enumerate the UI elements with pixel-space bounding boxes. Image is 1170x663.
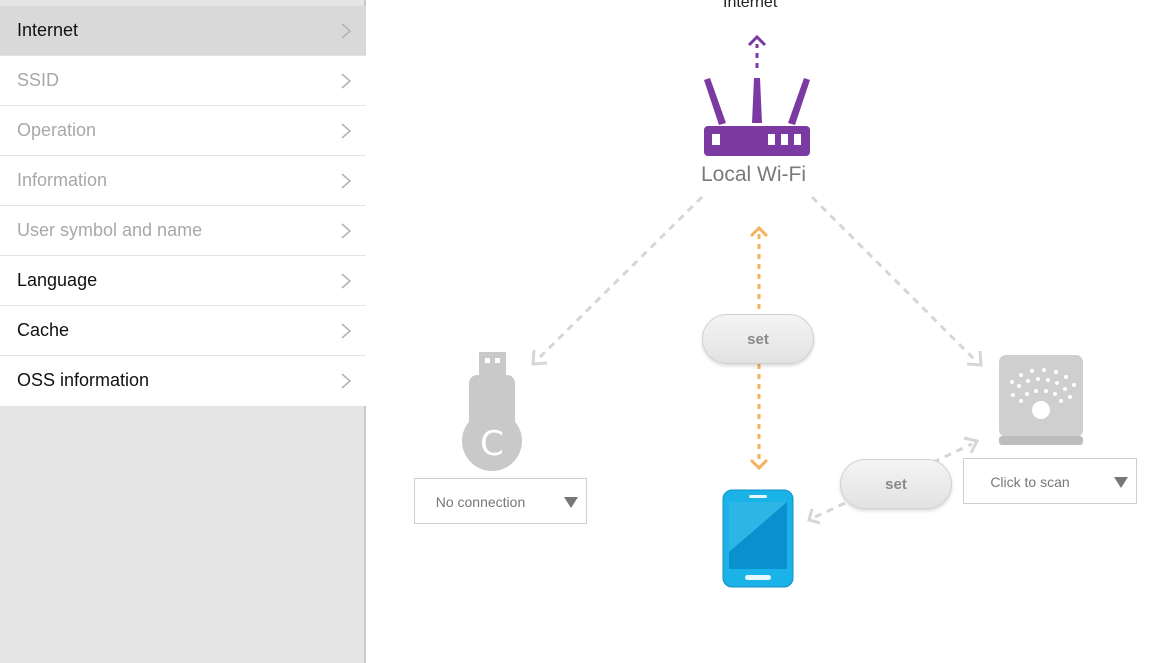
sidebar-item-user-symbol-and-name[interactable]: User symbol and name <box>0 206 366 256</box>
sidebar-item-label: Internet <box>17 20 79 40</box>
chevron-right-icon <box>341 173 352 189</box>
set-button-phone-hub[interactable]: set <box>840 459 952 509</box>
hub-scan-value: Click to scan <box>990 474 1070 490</box>
dongle-connection-select[interactable]: No connection <box>414 478 587 524</box>
sidebar-item-label: Operation <box>17 120 97 140</box>
sidebar-item-language[interactable]: Language <box>0 256 366 306</box>
internet-uplink-arrow <box>747 34 767 68</box>
dropdown-arrow-icon <box>1114 477 1128 488</box>
router-icon <box>704 78 810 156</box>
internet-label: Internet <box>723 0 778 11</box>
hub-scan-select[interactable]: Click to scan <box>963 458 1137 504</box>
sidebar-item-oss-information[interactable]: OSS information <box>0 356 366 406</box>
local-wifi-label: Local Wi-Fi <box>701 163 807 186</box>
sidebar-item-label: Language <box>17 270 98 290</box>
chevron-right-icon <box>341 223 352 239</box>
set-button-router-phone[interactable]: set <box>702 314 814 364</box>
dropdown-arrow-icon <box>564 497 578 508</box>
dashed-link-router-hub <box>810 195 983 367</box>
sidebar-item-operation[interactable]: Operation <box>0 106 366 156</box>
sidebar: Internet SSID Operation Information User… <box>0 0 366 663</box>
dashed-link-router-dongle <box>531 195 704 366</box>
svg-text:C: C <box>480 424 504 464</box>
sidebar-item-label: Cache <box>17 320 70 340</box>
chevron-right-icon <box>341 23 352 39</box>
sidebar-item-ssid[interactable]: SSID <box>0 56 366 106</box>
sidebar-item-information[interactable]: Information <box>0 156 366 206</box>
chevron-right-icon <box>341 273 352 289</box>
settings-menu: Internet SSID Operation Information User… <box>0 6 366 406</box>
sidebar-item-internet[interactable]: Internet <box>0 6 366 56</box>
smartphone-icon <box>722 489 794 588</box>
chevron-right-icon <box>341 373 352 389</box>
wireless-hub-icon <box>999 355 1083 445</box>
chevron-right-icon <box>341 123 352 139</box>
sidebar-item-label: User symbol and name <box>17 220 203 240</box>
sidebar-item-cache[interactable]: Cache <box>0 306 366 356</box>
chevron-right-icon <box>341 73 352 89</box>
dashed-link-phone-hub <box>807 436 980 525</box>
dongle-connection-value: No connection <box>435 494 526 510</box>
sidebar-item-label: SSID <box>17 70 60 90</box>
chevron-right-icon <box>341 323 352 339</box>
usb-dongle-icon: C <box>462 352 522 471</box>
sidebar-item-label: Information <box>17 170 108 190</box>
sidebar-item-label: OSS information <box>17 370 150 390</box>
